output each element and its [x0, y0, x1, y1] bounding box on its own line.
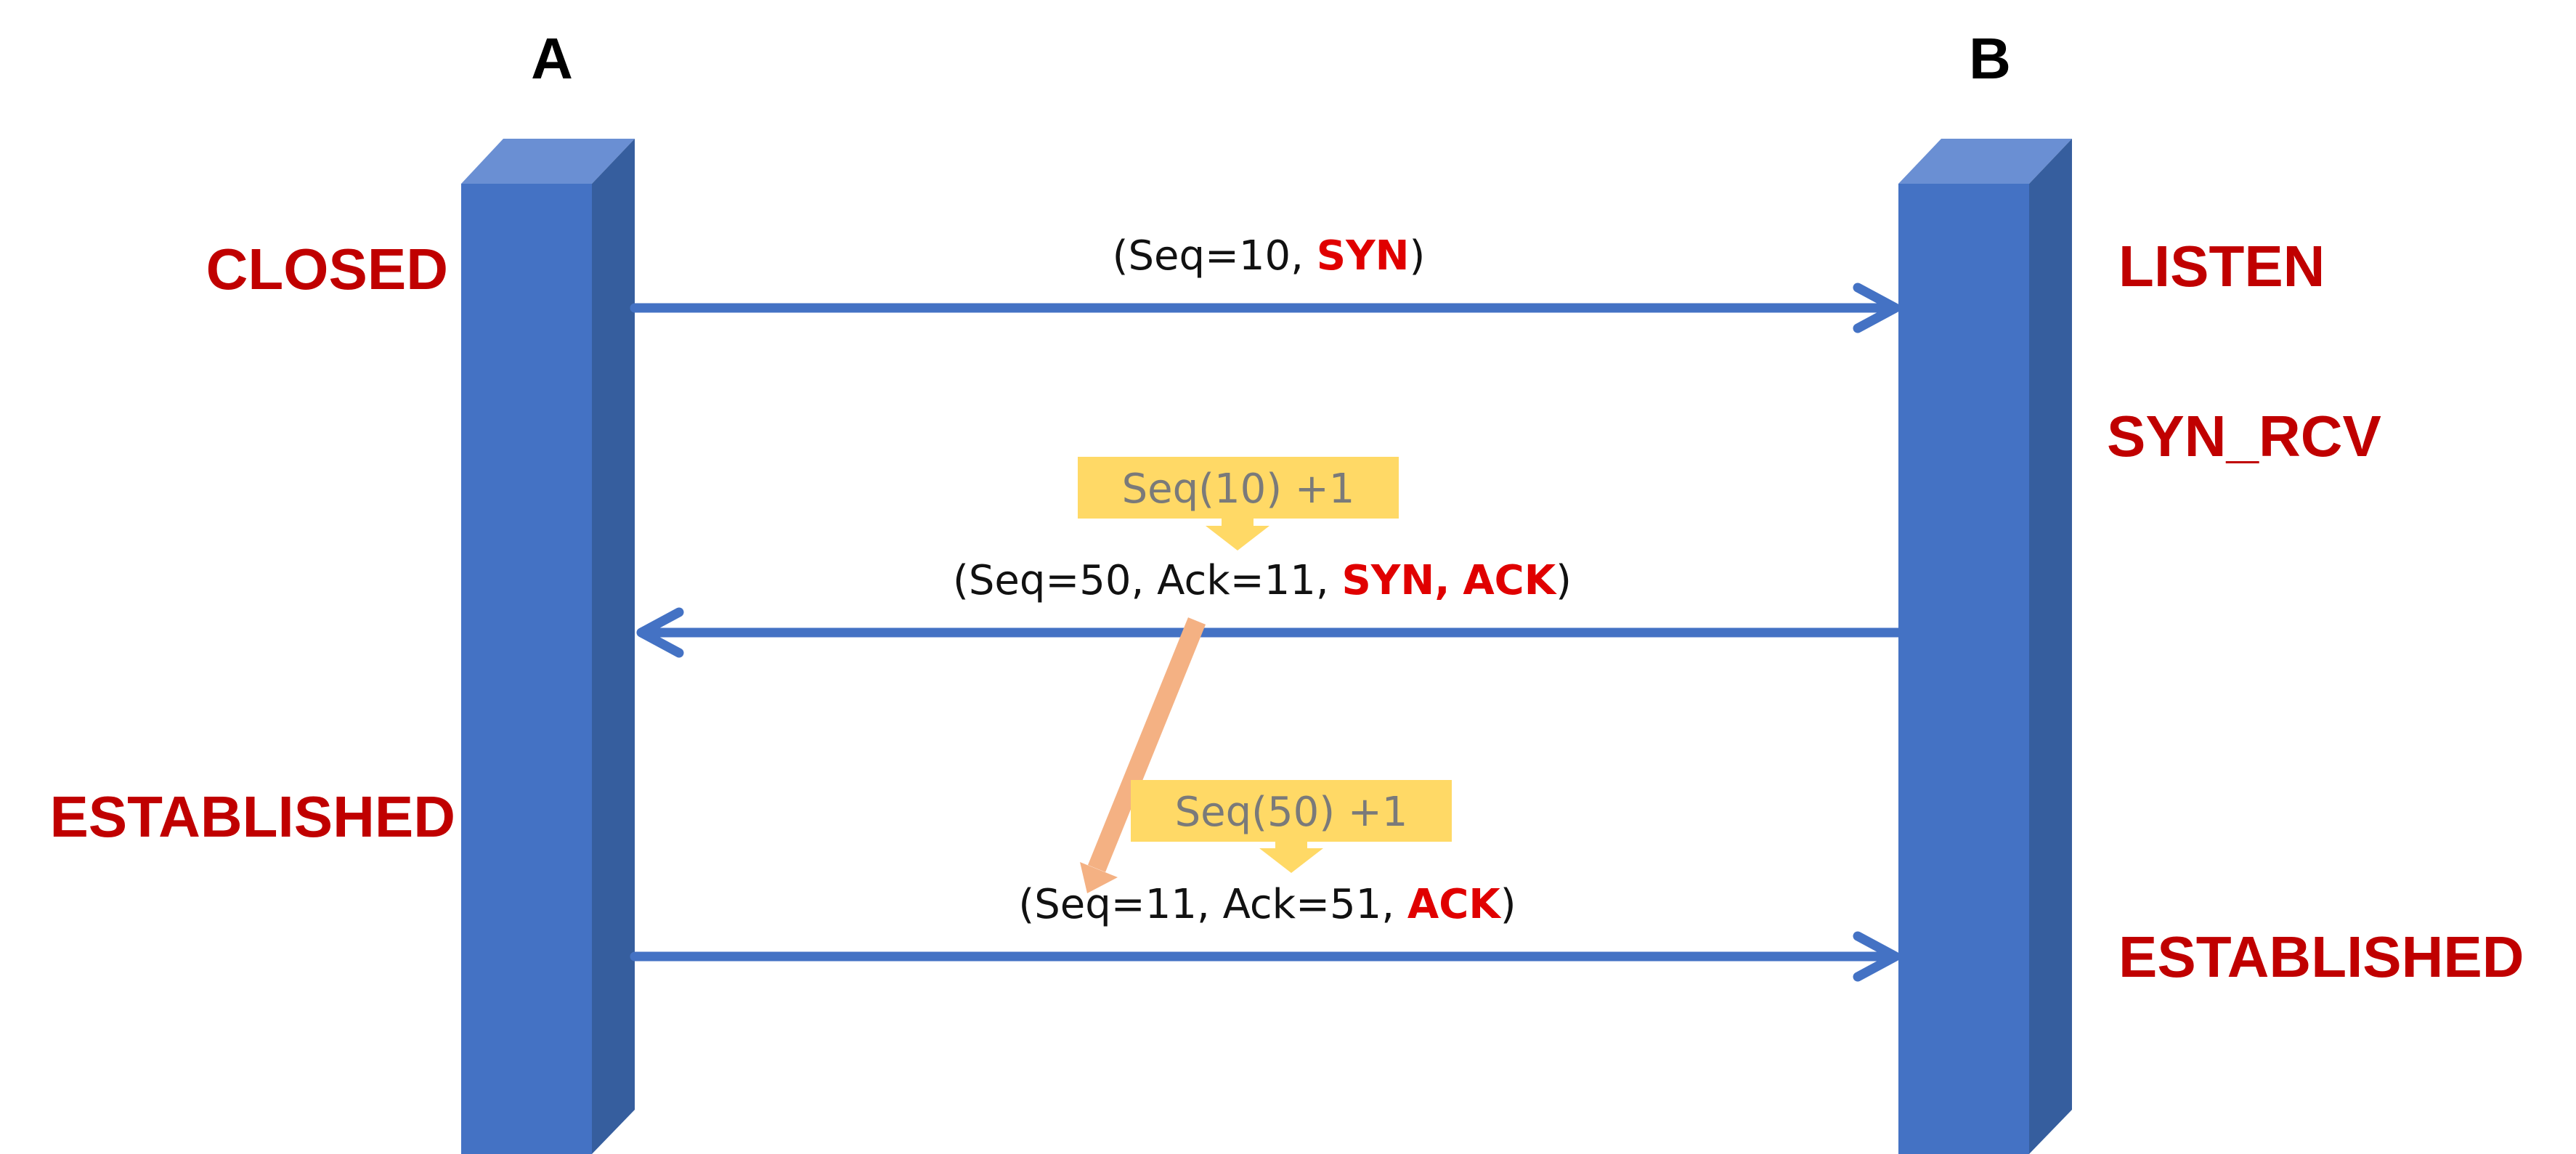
ack-message: (Seq=11, Ack=51, ACK) [1018, 881, 1516, 928]
state-b-syn-rcv: SYN_RCV [2107, 404, 2381, 468]
syn-ack-arrow [636, 607, 1903, 658]
state-b-established: ESTABLISHED [2118, 925, 2524, 989]
ack-arrow [630, 931, 1901, 982]
note-seq10: Seq(10) +1 [1078, 457, 1399, 550]
host-a-bar-top [461, 139, 635, 184]
host-a-bar-side [592, 139, 635, 1154]
seq-ack-pointer [1080, 617, 1206, 893]
note-seq10-text: Seq(10) +1 [1122, 466, 1355, 513]
state-a-established: ESTABLISHED [49, 784, 455, 849]
state-a-closed: CLOSED [206, 237, 448, 301]
note-seq50: Seq(50) +1 [1131, 780, 1452, 873]
state-b-listen: LISTEN [2118, 234, 2325, 298]
host-b-bar-top [1898, 139, 2072, 184]
syn-message: (Seq=10, SYN) [1113, 232, 1426, 280]
syn-arrow [630, 283, 1901, 333]
note-seq50-text: Seq(50) +1 [1175, 789, 1408, 836]
node-a-label: A [531, 26, 573, 91]
syn-ack-message: (Seq=50, Ack=11, SYN, ACK) [953, 557, 1572, 604]
node-b-label: B [1969, 26, 2011, 91]
host-b-bar-side [2029, 139, 2072, 1154]
host-a-bar-front [461, 184, 592, 1154]
host-b-bar-front [1898, 184, 2029, 1154]
host-b-bar [1898, 139, 2072, 1154]
host-a-bar [461, 139, 635, 1154]
